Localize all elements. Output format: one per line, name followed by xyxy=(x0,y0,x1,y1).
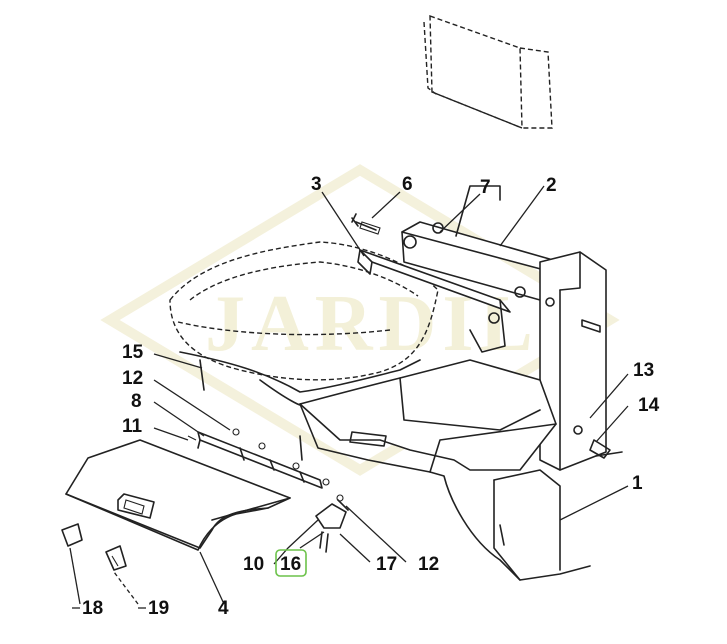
fasteners xyxy=(187,428,344,502)
hinge-arm xyxy=(357,249,511,353)
callout-11: 11 xyxy=(122,416,143,437)
callout-12-left: 12 xyxy=(122,368,143,389)
callout-18: 18 xyxy=(82,598,103,619)
part-18 xyxy=(61,523,83,547)
callout-14: 14 xyxy=(638,395,660,416)
highlight-box xyxy=(275,549,307,577)
callout-6: 6 xyxy=(402,174,413,195)
callout-15: 15 xyxy=(122,342,144,363)
switch-assembly xyxy=(315,499,349,553)
callout-3: 3 xyxy=(311,174,322,195)
callout-13: 13 xyxy=(633,360,654,381)
callout-4: 4 xyxy=(218,598,229,619)
callout-16: 16 xyxy=(280,554,301,575)
callout-1: 1 xyxy=(632,473,643,494)
mounting-bracket xyxy=(197,431,323,489)
callout-12-right: 12 xyxy=(418,554,439,575)
main-body xyxy=(299,359,591,581)
callout-19: 19 xyxy=(148,598,169,619)
seat-back-cushion xyxy=(423,14,553,130)
callout-2: 2 xyxy=(546,175,557,196)
callout-17: 17 xyxy=(376,554,397,575)
callout-labels: 3 6 7 2 13 14 1 15 12 8 11 10 16 17 12 1… xyxy=(82,174,660,619)
part-19 xyxy=(105,545,127,571)
callout-10: 10 xyxy=(243,554,264,575)
bolt xyxy=(351,213,381,235)
callout-8: 8 xyxy=(131,391,142,412)
leader-lines xyxy=(69,185,629,605)
seat-cushion xyxy=(169,241,439,381)
callout-7: 7 xyxy=(480,177,491,198)
side-plate xyxy=(539,251,623,471)
front-cover xyxy=(65,439,291,551)
watermark-text: JARDIL xyxy=(205,280,539,368)
